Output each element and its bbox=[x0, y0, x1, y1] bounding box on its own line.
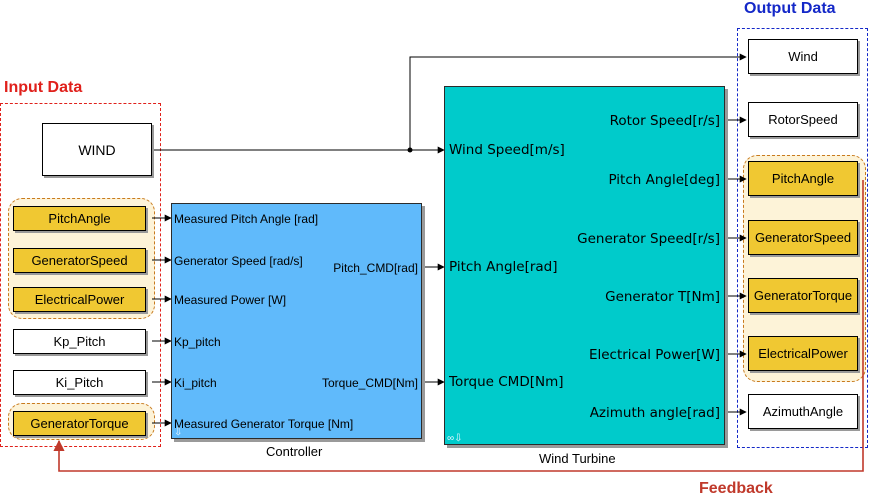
output-electrical-power[interactable]: ElectricalPower bbox=[748, 336, 858, 371]
controller-in-ki-pitch: Ki_pitch bbox=[174, 376, 217, 390]
controller-caption: Controller bbox=[266, 444, 323, 459]
controller-in-generator-speed: Generator Speed [rad/s] bbox=[174, 254, 303, 268]
controller-in-measured-pitch-angle: Measured Pitch Angle [rad] bbox=[174, 212, 319, 226]
turbine-out-generator-torque: Generator T[Nm] bbox=[605, 289, 720, 305]
controller-in-measured-power: Measured Power [W] bbox=[174, 293, 287, 307]
controller-in-measured-generator-torque: Measured Generator Torque [Nm] bbox=[174, 417, 354, 431]
controller-out-torque-cmd: Torque_CMD[Nm] bbox=[321, 376, 418, 390]
output-wind[interactable]: Wind bbox=[748, 39, 858, 74]
output-generator-speed[interactable]: GeneratorSpeed bbox=[748, 220, 858, 255]
wind-turbine-block[interactable]: Wind Speed[m/s] Pitch Angle[rad] Torque … bbox=[444, 86, 725, 445]
input-ki-pitch[interactable]: Ki_Pitch bbox=[13, 370, 146, 395]
input-kp-pitch[interactable]: Kp_Pitch bbox=[13, 329, 146, 354]
feedback-label: Feedback bbox=[699, 480, 773, 497]
turbine-in-pitch-angle: Pitch Angle[rad] bbox=[449, 259, 558, 275]
input-generator-torque[interactable]: GeneratorTorque bbox=[13, 411, 146, 436]
output-azimuth-angle[interactable]: AzimuthAngle bbox=[748, 394, 858, 429]
turbine-out-rotor-speed: Rotor Speed[r/s] bbox=[609, 113, 720, 129]
output-generator-torque[interactable]: GeneratorTorque bbox=[748, 278, 858, 313]
controller-in-kp-pitch: Kp_pitch bbox=[174, 335, 221, 349]
feedback-line bbox=[53, 180, 864, 472]
controller-out-pitch-cmd: Pitch_CMD[rad] bbox=[333, 261, 418, 275]
input-data-frame bbox=[0, 103, 161, 447]
output-pitch-angle[interactable]: PitchAngle bbox=[748, 161, 858, 196]
input-electrical-power[interactable]: ElectricalPower bbox=[13, 287, 146, 312]
branch-point bbox=[407, 147, 413, 153]
turbine-in-wind-speed: Wind Speed[m/s] bbox=[449, 142, 565, 158]
turbine-out-pitch-angle: Pitch Angle[deg] bbox=[608, 172, 720, 188]
output-rotor-speed[interactable]: RotorSpeed bbox=[748, 102, 858, 137]
input-data-title: Input Data bbox=[4, 79, 83, 96]
input-wind[interactable]: WIND bbox=[42, 123, 152, 176]
wind-turbine-caption: Wind Turbine bbox=[539, 451, 616, 466]
input-generator-speed[interactable]: GeneratorSpeed bbox=[13, 248, 146, 273]
wire-wind-to-output bbox=[409, 53, 747, 150]
subsystem-link-icon: ∞⇩ bbox=[447, 433, 463, 444]
turbine-out-electrical-power: Electrical Power[W] bbox=[588, 347, 720, 363]
input-pitch-angle[interactable]: PitchAngle bbox=[13, 206, 146, 231]
subsystem-arrow-icon: ⇩ bbox=[174, 427, 183, 438]
turbine-out-azimuth-angle: Azimuth angle[rad] bbox=[589, 405, 720, 421]
turbine-in-torque-cmd: Torque CMD[Nm] bbox=[449, 374, 564, 390]
turbine-out-generator-speed: Generator Speed[r/s] bbox=[577, 231, 720, 247]
output-data-title: Output Data bbox=[744, 0, 836, 17]
controller-block[interactable]: Measured Pitch Angle [rad] Generator Spe… bbox=[171, 203, 422, 439]
